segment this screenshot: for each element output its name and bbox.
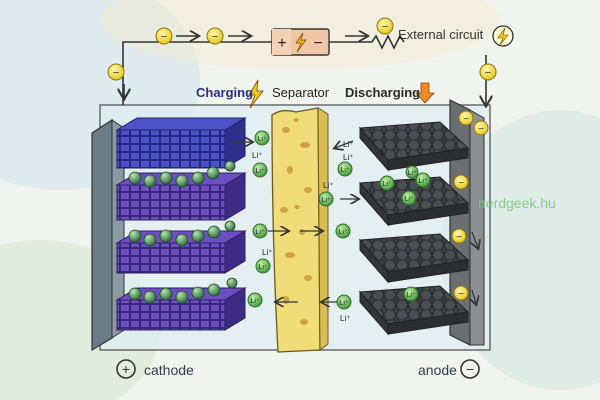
cathode-collector <box>91 118 125 352</box>
svg-text:−: − <box>463 114 469 125</box>
svg-text:Li⁺: Li⁺ <box>340 167 349 174</box>
anode-terminal-icon: − <box>460 359 480 379</box>
svg-text:Li⁺: Li⁺ <box>321 197 330 204</box>
cathode-label: cathode <box>144 362 194 378</box>
svg-text:−: − <box>485 67 491 79</box>
separator-membrane <box>271 107 329 353</box>
svg-text:Li⁺: Li⁺ <box>252 151 262 160</box>
svg-text:Li⁺: Li⁺ <box>382 181 391 188</box>
svg-text:Li⁺: Li⁺ <box>404 196 413 203</box>
svg-text:+: + <box>122 361 130 377</box>
svg-text:−: − <box>458 289 464 300</box>
svg-text:−: − <box>212 31 218 43</box>
cathode-terminal-icon: + <box>116 359 136 379</box>
svg-text:Li⁺: Li⁺ <box>257 136 266 143</box>
svg-text:Li⁺: Li⁺ <box>340 314 350 323</box>
cathode-layers <box>115 117 247 331</box>
cathode-lithium-balls <box>128 160 238 304</box>
svg-text:−: − <box>113 67 119 79</box>
svg-text:Li⁺: Li⁺ <box>323 181 333 190</box>
battery-icon: + − <box>271 28 330 56</box>
svg-text:+: + <box>277 35 286 52</box>
svg-text:−: − <box>466 361 474 377</box>
anode-label: anode <box>418 362 457 378</box>
discharging-label: Discharging <box>345 85 421 100</box>
svg-text:Li⁺: Li⁺ <box>250 298 259 305</box>
svg-text:Li⁺: Li⁺ <box>338 229 347 236</box>
down-arrow-icon <box>415 82 435 104</box>
separator-label: Separator <box>272 85 330 100</box>
svg-text:Li⁺: Li⁺ <box>255 229 264 236</box>
svg-text:Li⁺: Li⁺ <box>407 170 416 177</box>
svg-text:Li⁺: Li⁺ <box>262 248 272 257</box>
svg-text:−: − <box>313 35 322 52</box>
svg-text:Li⁺: Li⁺ <box>343 140 353 149</box>
external-lightning-icon <box>492 25 514 47</box>
svg-text:−: − <box>456 232 462 243</box>
charging-label: Charging <box>196 85 254 100</box>
external-circuit-label: External circuit <box>398 27 484 42</box>
watermark: nerdgeek.hu <box>478 195 556 211</box>
svg-text:Li⁺: Li⁺ <box>343 153 353 162</box>
lightning-icon <box>248 79 264 109</box>
svg-text:Li⁺: Li⁺ <box>255 168 264 175</box>
anode-collector <box>449 99 485 346</box>
svg-text:Li⁺: Li⁺ <box>418 178 427 185</box>
svg-text:Li⁺: Li⁺ <box>406 292 415 299</box>
svg-text:−: − <box>382 21 388 33</box>
svg-text:Li⁺: Li⁺ <box>258 264 267 271</box>
lithium-ion-icons: Li⁺ Li⁺ Li⁺ Li⁺ Li⁺ Li⁺ Li⁺ Li⁺ Li⁺ Li⁺ … <box>247 130 431 310</box>
ion-text-labels: Li⁺ Li⁺ Li⁺ Li⁺ Li⁺ Li⁺ <box>252 140 353 323</box>
svg-text:−: − <box>458 178 464 189</box>
svg-text:−: − <box>161 31 167 43</box>
svg-text:Li⁺: Li⁺ <box>339 300 348 307</box>
electron-icons: − − − − − − − − − − <box>107 17 497 301</box>
svg-text:−: − <box>478 124 484 135</box>
